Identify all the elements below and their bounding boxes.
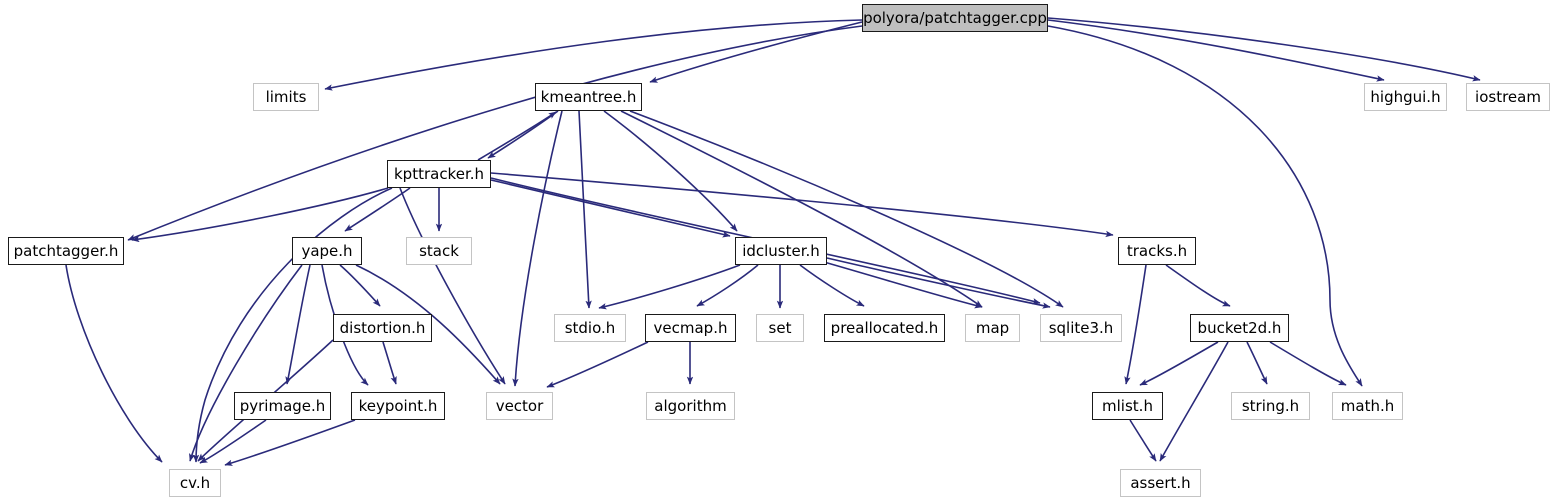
graph-edge-tracks-to-bucket2d [1165, 264, 1231, 307]
graph-node-kpttracker[interactable]: kpttracker.h [387, 160, 491, 188]
graph-node-label: distortion.h [339, 318, 426, 337]
graph-edge-yape-to-pyrimage [285, 264, 311, 385]
graph-node-label: keypoint.h [358, 396, 438, 415]
graph-node-vecmap[interactable]: vecmap.h [645, 314, 736, 342]
graph-node-mlist[interactable]: mlist.h [1092, 392, 1163, 420]
graph-node-label: highgui.h [1370, 87, 1441, 106]
graph-node-label: idcluster.h [742, 241, 820, 260]
graph-edge-idcluster-to-stdio [598, 264, 741, 310]
graph-edge-distortion-to-keypoint [382, 341, 397, 385]
graph-node-idcluster[interactable]: idcluster.h [735, 237, 827, 265]
graph-node-label: stdio.h [564, 318, 616, 337]
graph-node-set[interactable]: set [756, 314, 804, 342]
graph-node-label: yape.h [301, 241, 353, 260]
graph-edge-root-to-highgui [1047, 19, 1385, 82]
graph-node-iostream[interactable]: iostream [1466, 83, 1550, 111]
graph-edge-tracks-to-mlist [1124, 264, 1147, 385]
graph-node-label: math.h [1340, 396, 1395, 415]
graph-edge-bucket2d-to-math [1269, 341, 1347, 386]
graph-node-label: preallocated.h [830, 318, 939, 337]
graph-edge-kpttracker-to-tracks [490, 172, 1114, 238]
graph-edge-keypoint-to-cv [224, 419, 356, 466]
graph-edge-kmeantree-to-vector [512, 110, 563, 387]
graph-node-label: sqlite3.h [1048, 318, 1114, 337]
graph-edge-pyrimage-to-cv [199, 419, 267, 464]
graph-node-label: assert.h [1130, 473, 1191, 492]
graph-node-kmeantree[interactable]: kmeantree.h [535, 83, 642, 111]
graph-node-vector[interactable]: vector [486, 392, 553, 420]
graph-node-label: stack [419, 241, 459, 260]
graph-node-cv[interactable]: cv.h [169, 469, 221, 497]
graph-edge-yape-to-cv [189, 264, 303, 462]
graph-node-tracks[interactable]: tracks.h [1118, 237, 1196, 265]
graph-edge-kmeantree-to-map [620, 110, 983, 308]
graph-node-distortion[interactable]: distortion.h [333, 314, 432, 342]
graph-node-pyrimage[interactable]: pyrimage.h [234, 392, 331, 420]
graph-edge-root-to-iostream [1047, 17, 1481, 82]
graph-node-label: algorithm [654, 396, 727, 415]
graph-edge-vecmap-to-vector [546, 341, 649, 388]
graph-node-patchtagger[interactable]: patchtagger.h [8, 237, 124, 265]
graph-edge-yape-to-vector [355, 264, 501, 385]
graph-node-label: pyrimage.h [239, 396, 326, 415]
graph-edge-kpttracker-to-cv [192, 187, 393, 463]
graph-node-yape[interactable]: yape.h [292, 237, 362, 265]
graph-node-label: vecmap.h [653, 318, 728, 337]
graph-node-algorithm[interactable]: algorithm [646, 392, 735, 420]
graph-node-label: polyora/patchtagger.cpp [863, 8, 1047, 27]
graph-node-label: map [975, 318, 1010, 337]
graph-node-limits[interactable]: limits [253, 83, 319, 111]
graph-edge-root-to-patchtagger [127, 25, 863, 241]
graph-node-label: set [768, 318, 792, 337]
graph-edge-kpttracker-to-kmeantree [477, 111, 557, 161]
graph-node-assert[interactable]: assert.h [1120, 469, 1201, 497]
graph-edge-root-to-kmeantree [649, 21, 863, 83]
graph-node-label: mlist.h [1102, 396, 1153, 415]
graph-edge-kmeantree-to-sqlite3 [629, 110, 1064, 308]
graph-node-math[interactable]: math.h [1332, 392, 1403, 420]
graph-node-label: vector [495, 396, 544, 415]
graph-node-stdio[interactable]: stdio.h [554, 314, 626, 342]
graph-edge-bucket2d-to-mlist [1139, 341, 1219, 386]
graph-node-highgui[interactable]: highgui.h [1364, 83, 1447, 111]
graph-edge-idcluster-to-vecmap [696, 264, 759, 307]
graph-edge-yape-to-distortion [339, 264, 381, 307]
graph-edge-kpttracker-to-patchtagger [131, 187, 389, 243]
graph-edge-kpttracker-to-idcluster [490, 179, 731, 238]
graph-edge-mlist-to-assert [1129, 419, 1157, 462]
graph-node-label: bucket2d.h [1197, 318, 1282, 337]
graph-node-stack[interactable]: stack [406, 237, 472, 265]
graph-edge-idcluster-to-sqlite3 [826, 257, 1051, 309]
graph-edge-root-to-limits [324, 19, 863, 91]
graph-node-label: limits [265, 87, 307, 106]
graph-node-preallocated[interactable]: preallocated.h [824, 314, 945, 342]
graph-edge-kpttracker-to-yape [344, 187, 411, 232]
graph-node-map[interactable]: map [965, 314, 1020, 342]
graph-node-label: kmeantree.h [540, 87, 637, 106]
graph-edge-kpttracker-to-vector [399, 187, 506, 385]
graph-node-label: patchtagger.h [13, 241, 119, 260]
graph-edge-patchtagger-to-cv [65, 264, 163, 463]
graph-node-label: cv.h [179, 473, 211, 492]
graph-edge-idcluster-to-map [823, 261, 983, 309]
graph-edge-kmeantree-to-stdio [578, 110, 592, 309]
graph-node-sqlite3[interactable]: sqlite3.h [1040, 314, 1122, 342]
graph-edge-bucket2d-to-string [1246, 341, 1268, 385]
graph-node-label: iostream [1475, 87, 1541, 106]
graph-edge-bucket2d-to-assert [1159, 341, 1229, 462]
graph-node-label: kpttracker.h [393, 164, 485, 183]
graph-node-label: string.h [1241, 396, 1300, 415]
graph-node-root[interactable]: polyora/patchtagger.cpp [862, 4, 1048, 32]
graph-node-label: tracks.h [1126, 241, 1188, 260]
graph-edge-kmeantree-to-idcluster [603, 110, 738, 232]
graph-node-keypoint[interactable]: keypoint.h [351, 392, 445, 420]
graph-edge-idcluster-to-preallocated [799, 264, 865, 307]
graph-node-string[interactable]: string.h [1231, 392, 1310, 420]
graph-edge-root-to-math [1047, 25, 1363, 387]
graph-node-bucket2d[interactable]: bucket2d.h [1190, 314, 1289, 342]
